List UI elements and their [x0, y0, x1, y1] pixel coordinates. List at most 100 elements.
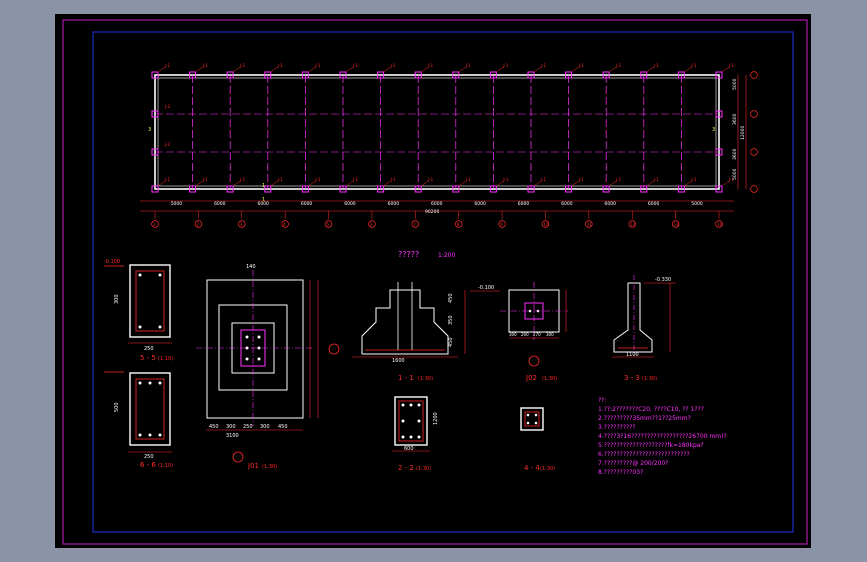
column-footing	[377, 71, 385, 79]
svg-text:250: 250	[144, 346, 154, 352]
footing-tag-top: J-1	[202, 63, 208, 68]
axis-number: 10	[543, 222, 549, 227]
svg-text:300: 300	[226, 424, 236, 430]
leader-line	[233, 180, 241, 187]
column-footing	[226, 185, 234, 193]
axis-number: 3	[240, 222, 243, 227]
column-footing	[189, 185, 197, 193]
section-mark: 1	[262, 183, 265, 189]
footing-tag-bottom: J-1	[390, 177, 396, 182]
leader-line	[533, 66, 542, 73]
leader-line	[421, 180, 429, 187]
svg-text:450: 450	[448, 293, 454, 303]
column-footing	[489, 71, 497, 79]
foundation-plan: J-1J-1J-1J-1J-1J-1J-1J-1J-1J-1J-1J-1J-1J…	[140, 63, 758, 228]
leader-line	[383, 180, 391, 187]
svg-text:140: 140	[246, 264, 256, 270]
column-footing	[339, 185, 347, 193]
column-footing	[640, 185, 648, 193]
leader-line	[458, 66, 466, 73]
svg-text:(1:10): (1:10)	[158, 463, 173, 469]
note-line: 4.????3?16??????????????????26700 mm)?	[598, 433, 727, 440]
section-1-1-label: 1 - 1	[398, 374, 414, 382]
axis-number: 8	[457, 222, 460, 227]
sheet-inner-frame	[92, 31, 794, 533]
note-line: 2.?????????35mm??1??25mm?	[598, 415, 691, 422]
axis-number: 14	[717, 222, 723, 227]
svg-text:-0.330: -0.330	[655, 277, 671, 283]
column-footing	[527, 185, 535, 193]
axis-number: 7	[413, 222, 416, 227]
section-2-2-label: 2 - 2	[398, 464, 414, 472]
column-footing	[602, 185, 610, 193]
leader-line	[345, 180, 354, 187]
leader-line	[233, 66, 241, 73]
svg-text:450: 450	[448, 337, 454, 347]
axis-bubble	[541, 220, 550, 228]
leader-line	[270, 180, 278, 187]
footing-tag-bottom: J-1	[314, 177, 320, 182]
footing-tag-top: J-1	[239, 63, 245, 68]
svg-text:(1:30): (1:30)	[416, 466, 431, 472]
axis-bubble	[498, 220, 506, 228]
footing-tag-top: J-1	[427, 63, 433, 68]
footing-j01: 450 300 250 300 450 3100 140 J01 (1:30)	[196, 264, 340, 470]
leader-line	[157, 66, 166, 73]
footing-tag-bottom: J-1	[502, 177, 508, 182]
section-mark: 1	[262, 197, 265, 203]
column-footing	[377, 185, 385, 193]
leader-line	[496, 66, 504, 73]
axis-number: 1	[153, 222, 156, 227]
footing-tag-bottom: J-1	[578, 177, 584, 182]
column-footing	[602, 71, 610, 79]
plan-outline	[154, 74, 720, 190]
note-line: 1.??:2???????C20, ????C10, ?? 1???	[598, 406, 704, 413]
footing-tag-bottom: J-1	[615, 177, 621, 182]
column-footing	[489, 185, 497, 193]
section-5-5-label: 5 - 5	[140, 354, 156, 362]
leader-line	[195, 66, 203, 73]
column-footing	[565, 71, 573, 79]
axis-number: 11	[587, 222, 593, 227]
leader-line	[571, 66, 579, 73]
svg-text:250: 250	[243, 424, 253, 430]
svg-text:-0.100: -0.100	[478, 285, 494, 291]
svg-text:600: 600	[404, 446, 414, 452]
drawing-sheet[interactable]	[55, 14, 811, 548]
axis-bubble	[454, 220, 463, 228]
dimension-value: 5000	[691, 201, 703, 207]
leader-line	[195, 180, 203, 187]
column-footing	[640, 71, 648, 79]
footing-tag-top: J-1	[277, 63, 283, 68]
svg-text:300: 300	[509, 332, 517, 337]
footing-tag-bottom: J-1	[728, 177, 734, 182]
column-footing	[715, 110, 723, 118]
plan-title: ?????	[398, 250, 419, 259]
axis-bubble	[368, 220, 376, 228]
svg-text:300: 300	[114, 294, 120, 304]
column-footing	[414, 185, 422, 193]
svg-text:(1:30): (1:30)	[540, 466, 555, 472]
column-footing	[301, 185, 309, 193]
footing-j01-label: J01	[247, 462, 259, 470]
plan-scale: 1:200	[438, 252, 455, 259]
svg-text:(1:30): (1:30)	[542, 376, 557, 382]
leader-line	[721, 66, 730, 73]
leader-line	[646, 180, 654, 187]
axis-number: 4	[283, 222, 286, 227]
dimension-value: 6000	[605, 201, 617, 207]
footing-tag-top: J-1	[690, 63, 696, 68]
leader-line	[496, 180, 504, 187]
leader-line	[533, 180, 542, 187]
footing-tag-bottom: J-1	[239, 177, 245, 182]
axis-bubble	[194, 220, 203, 228]
section-6-6: 250 500 6 - 6 (1:10)	[104, 371, 173, 469]
leader-line	[345, 66, 354, 73]
dimension-value: 5000	[732, 78, 738, 90]
total-dimension: 90200	[425, 209, 439, 215]
axis-bubble	[750, 110, 758, 118]
svg-text:250: 250	[144, 454, 154, 460]
column-footing	[151, 110, 159, 118]
axis-bubble	[151, 220, 159, 228]
